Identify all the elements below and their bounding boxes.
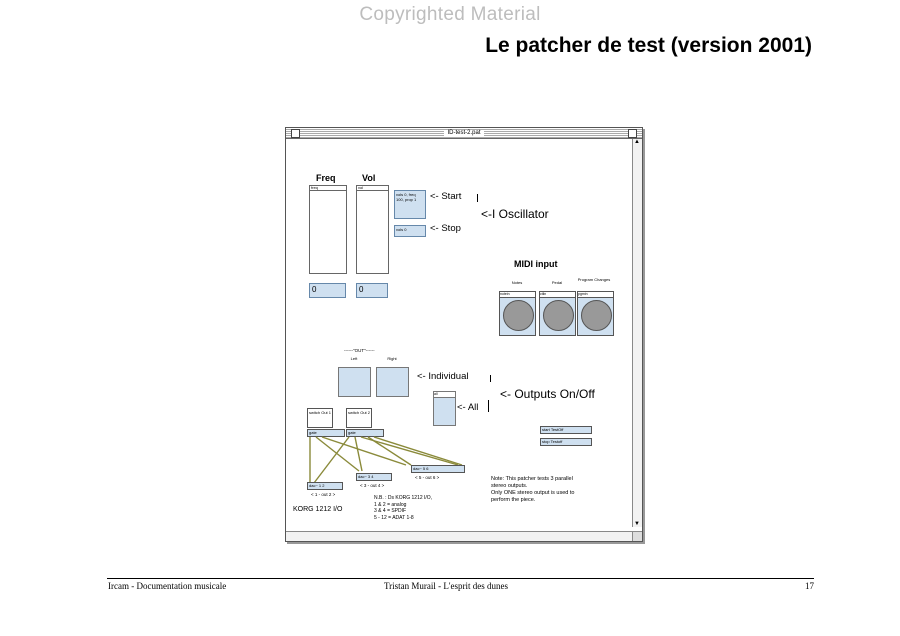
- out-group-label: ------"OUT"------: [344, 348, 375, 353]
- stop-message[interactable]: vols 0: [394, 225, 426, 237]
- midi-pedal-label: Pedal: [551, 280, 563, 285]
- vol-slider[interactable]: vol: [356, 185, 389, 274]
- outputs-on-off-annotation: <- Outputs On/Off: [500, 387, 595, 401]
- footer-rule: [107, 578, 814, 579]
- scroll-down-icon[interactable]: ▼: [634, 521, 640, 527]
- freq-number-box[interactable]: 0: [309, 283, 346, 298]
- all-annotation: <- All: [457, 402, 479, 413]
- footer-left: Ircam - Documentation musicale: [108, 581, 227, 591]
- left-output-toggle[interactable]: [338, 367, 371, 397]
- stop-test-button[interactable]: stop Testoff: [540, 438, 592, 446]
- freq-slider[interactable]: freq: [309, 185, 347, 274]
- midi-input-title: MIDI input: [514, 259, 558, 269]
- midi-pedal-dial[interactable]: ctlin: [539, 291, 576, 336]
- note-comment: Note: This patcher tests 3 parallel ster…: [491, 476, 575, 503]
- patch-cord: [315, 436, 360, 472]
- patch-cord: [373, 436, 463, 466]
- window-title: ID-test-2.pat: [286, 128, 642, 138]
- patcher-window: ID-test-2.pat ▲ ▼ Freq Vol freq vol 0 0 …: [285, 127, 643, 542]
- zoom-box-icon[interactable]: [628, 129, 637, 138]
- individual-annotation: <- Individual: [417, 371, 469, 382]
- start-message[interactable]: vols 0, freq 100, prop 1: [394, 190, 426, 219]
- close-box-icon[interactable]: [291, 129, 300, 138]
- all-outputs-toggle[interactable]: all: [433, 391, 456, 426]
- dac-object-2[interactable]: dac~ 3 4: [356, 473, 392, 481]
- midi-notes-label: Notes: [511, 280, 523, 285]
- freq-label: Freq: [316, 173, 336, 183]
- right-output-toggle[interactable]: [376, 367, 409, 397]
- individual-bracket: [490, 375, 491, 382]
- out-label-2: < 3 - out 4 >: [360, 483, 385, 488]
- patch-cords: [309, 436, 463, 484]
- toggle-left-label: Left: [350, 356, 358, 361]
- nb-comment: N.B. : Ds KORG 1212 I/O, 1 & 2 = analog …: [374, 495, 433, 521]
- dial-knob-icon: [543, 300, 574, 331]
- page-title: Le patcher de test (version 2001): [485, 34, 812, 57]
- dac-object-3[interactable]: dac~ 5 6: [411, 465, 465, 473]
- resize-handle[interactable]: [632, 531, 642, 541]
- dial-knob-icon: [581, 300, 612, 331]
- page-number: 17: [805, 581, 814, 591]
- out-label-1: < 1 - out 2 >: [311, 492, 336, 497]
- gate-object-1[interactable]: gate: [307, 429, 345, 437]
- korg-label: KORG 1212 I/O: [293, 506, 343, 513]
- midi-program-label: Program Changes: [577, 277, 611, 282]
- start-bracket: [477, 194, 478, 202]
- patch-cord: [354, 436, 363, 472]
- vertical-scrollbar[interactable]: ▲ ▼: [632, 139, 642, 527]
- oscillator-annotation: <-I Oscillator: [481, 207, 549, 221]
- patch-cord: [360, 436, 459, 466]
- switch-object-2[interactable]: switch Out 2: [346, 408, 372, 428]
- gate-object-2[interactable]: gate: [346, 429, 384, 437]
- switch-object-1[interactable]: switch Out 1: [307, 408, 333, 428]
- copyright-watermark: Copyrighted Material: [359, 4, 541, 25]
- scroll-up-icon[interactable]: ▲: [634, 139, 640, 145]
- dial-knob-icon: [503, 300, 534, 331]
- patch-cord: [313, 436, 350, 484]
- out-label-3: < 5 - out 6 >: [415, 475, 440, 480]
- patch-cord: [321, 436, 407, 466]
- all-bracket: [488, 400, 489, 412]
- footer-center: Tristan Murail - L'esprit des dunes: [384, 581, 509, 591]
- midi-notes-dial[interactable]: notein: [499, 291, 536, 336]
- start-annotation: <- Start: [430, 191, 462, 202]
- stop-annotation: <- Stop: [430, 223, 461, 234]
- midi-program-dial[interactable]: pgmin: [577, 291, 614, 336]
- toggle-right-label: Right: [387, 356, 397, 361]
- vol-number-box[interactable]: 0: [356, 283, 388, 298]
- vol-label: Vol: [362, 173, 376, 183]
- horizontal-scrollbar[interactable]: [286, 531, 632, 541]
- start-test-button[interactable]: start TestOff: [540, 426, 592, 434]
- dac-object-1[interactable]: dac~ 1 2: [307, 482, 343, 490]
- patch-cord: [367, 436, 412, 466]
